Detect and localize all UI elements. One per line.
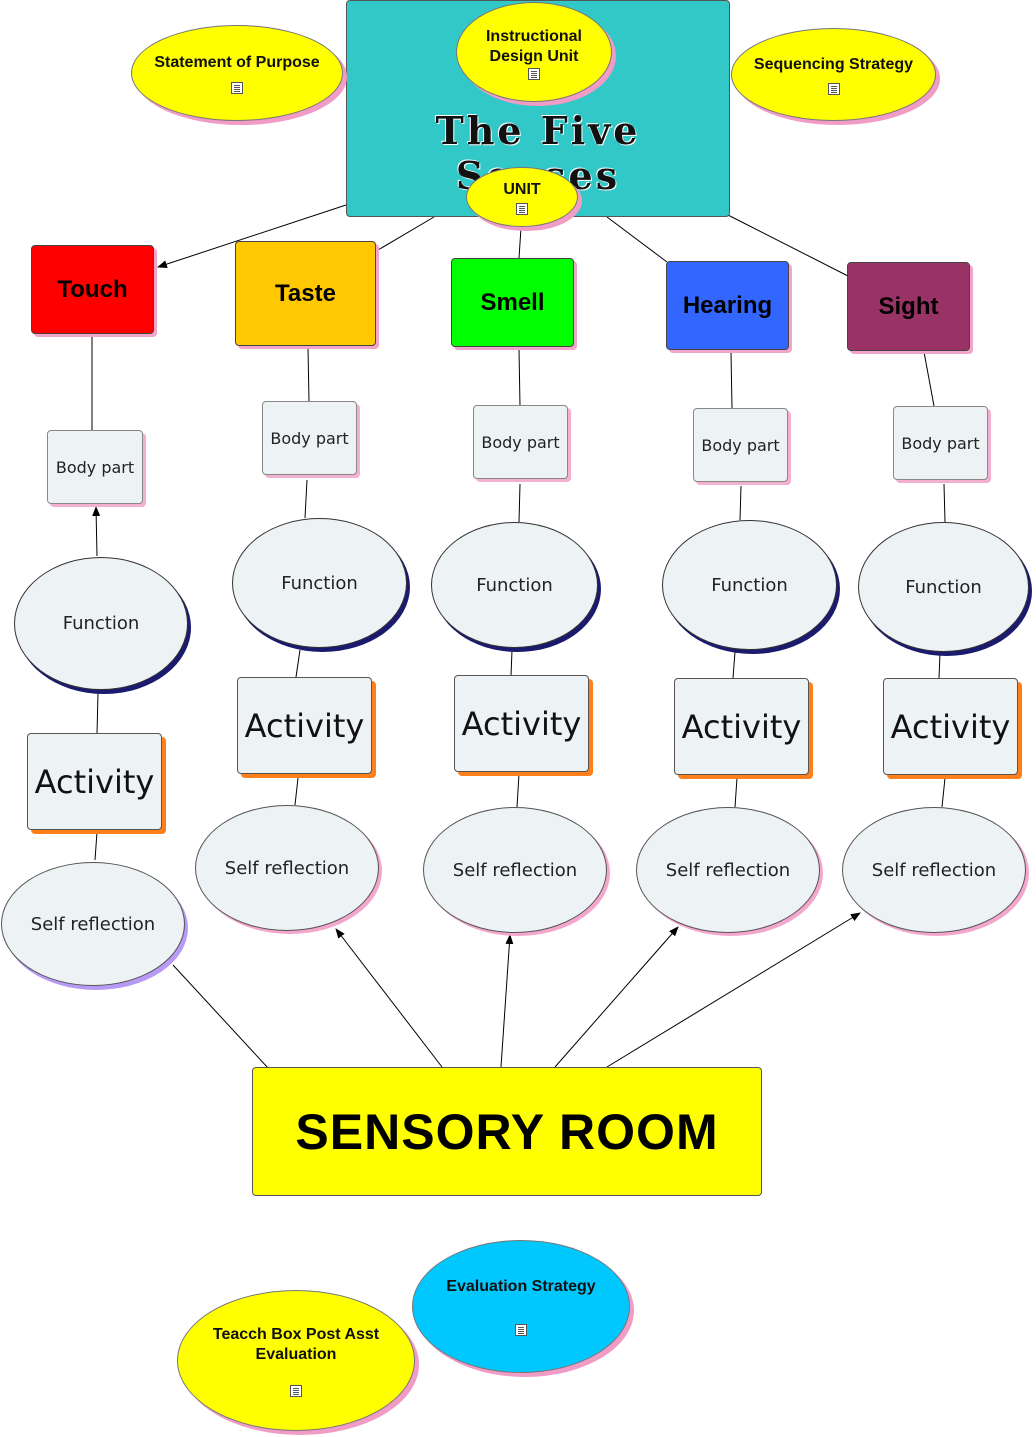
sight-self-reflection[interactable]: Self reflection <box>842 807 1026 933</box>
link-top-smell <box>518 227 522 259</box>
link-sensory-hearing-reflection <box>554 926 679 1068</box>
taste-activity[interactable]: Activity <box>237 677 372 774</box>
unit-label: UNIT <box>503 180 541 198</box>
sense-taste[interactable]: Taste <box>235 241 376 346</box>
document-icon[interactable] <box>516 202 528 215</box>
document-icon[interactable] <box>231 81 243 94</box>
hearing-body-part[interactable]: Body part <box>693 408 788 482</box>
unit-node[interactable]: UNIT <box>466 167 578 227</box>
hearing-self-reflection[interactable]: Self reflection <box>636 807 820 933</box>
smell-body-part[interactable]: Body part <box>473 405 568 479</box>
sight-function[interactable]: Function <box>858 522 1029 652</box>
sight-activity[interactable]: Activity <box>883 678 1018 775</box>
sequencing-strategy-node[interactable]: Sequencing Strategy <box>731 28 936 121</box>
link-top-taste <box>377 216 435 251</box>
link-sensory-touch-reflection <box>172 964 269 1069</box>
taste-self-reflection[interactable]: Self reflection <box>195 805 379 931</box>
link-top-sight <box>727 214 849 277</box>
smell-activity[interactable]: Activity <box>454 675 589 772</box>
evaluation-strategy-node[interactable]: Evaluation Strategy <box>412 1240 630 1373</box>
touch-activity[interactable]: Activity <box>27 733 162 830</box>
hearing-activity[interactable]: Activity <box>674 678 809 775</box>
sight-body-part[interactable]: Body part <box>893 406 988 480</box>
sense-sight[interactable]: Sight <box>847 262 970 351</box>
touch-self-reflection[interactable]: Self reflection <box>1 862 185 986</box>
link-sensory-taste-reflection <box>335 928 443 1068</box>
document-icon[interactable] <box>827 82 840 95</box>
sense-hearing[interactable]: Hearing <box>666 261 789 350</box>
taste-body-part[interactable]: Body part <box>262 401 357 475</box>
statement-of-purpose-node[interactable]: Statement of Purpose <box>131 25 343 121</box>
link-sensory-smell-reflection <box>500 934 514 1068</box>
link-sensory-sight-reflection <box>606 912 861 1068</box>
taste-function[interactable]: Function <box>232 518 407 648</box>
teacch-box-label: Teacch Box Post Asst Evaluation <box>212 1325 380 1363</box>
sense-smell[interactable]: Smell <box>451 258 574 347</box>
smell-self-reflection[interactable]: Self reflection <box>423 807 607 933</box>
smell-function[interactable]: Function <box>431 522 598 648</box>
document-icon[interactable] <box>515 1323 527 1336</box>
statement-of-purpose-label: Statement of Purpose <box>154 53 320 71</box>
touch-body-part[interactable]: Body part <box>47 430 143 504</box>
sense-touch[interactable]: Touch <box>31 245 154 334</box>
hearing-function[interactable]: Function <box>662 520 837 650</box>
document-icon[interactable] <box>290 1384 302 1397</box>
link-top-touch <box>157 204 347 268</box>
instructional-design-unit-node[interactable]: Instructional Design Unit <box>456 2 612 102</box>
touch-function[interactable]: Function <box>14 557 188 690</box>
link-top-hearing <box>606 216 668 263</box>
sensory-room-box[interactable]: SENSORY ROOM <box>252 1067 762 1196</box>
link-function-touch-bodypart <box>92 506 101 557</box>
instructional-design-unit-label: Instructional Design Unit <box>485 27 582 65</box>
document-icon[interactable] <box>528 67 540 80</box>
teacch-box-node[interactable]: Teacch Box Post Asst Evaluation <box>177 1290 415 1431</box>
evaluation-strategy-label: Evaluation Strategy <box>446 1277 596 1295</box>
sequencing-strategy-label: Sequencing Strategy <box>753 55 914 73</box>
